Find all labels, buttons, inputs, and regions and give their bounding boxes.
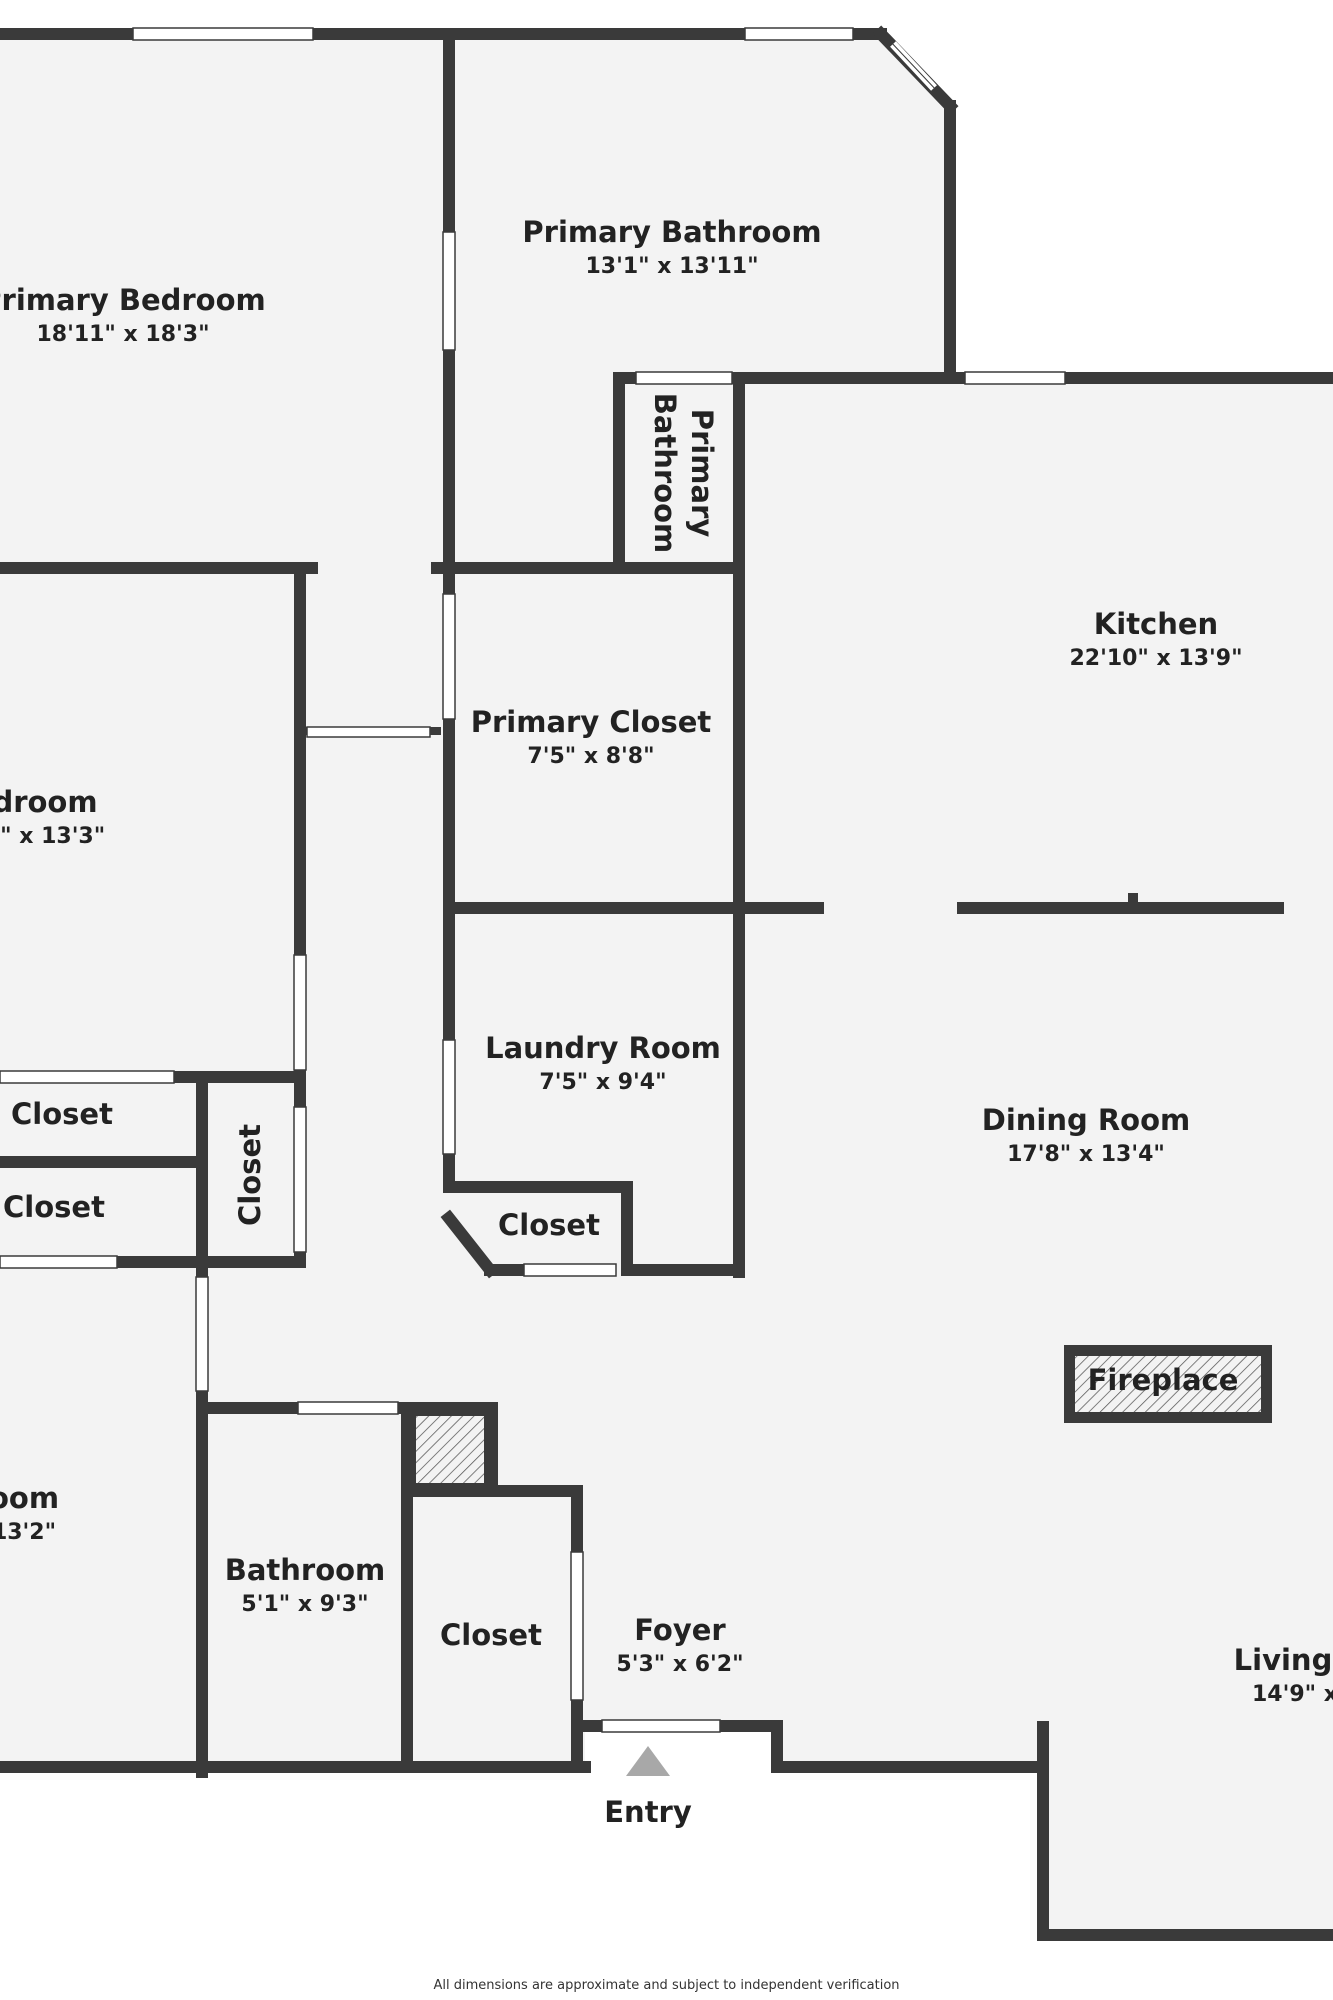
room-dims-dining-room: 17'8" x 13'4" [1007,1142,1165,1167]
window [442,593,456,720]
entry-arrow-icon [626,1746,670,1776]
room-name-living: Living [1234,1643,1333,1677]
room-name-bedroom: droom [0,785,98,819]
window [442,1039,456,1155]
disclaimer: All dimensions are approximate and subje… [433,1978,900,1993]
chase [407,1408,492,1491]
window [297,1401,399,1415]
window [601,1719,721,1733]
room-name-foyer: Foyer [634,1613,726,1647]
window [195,1276,209,1392]
room-labels: Primary Bedroom 18'11" x 18'3" Primary B… [0,215,1333,1829]
room-name-kitchen: Kitchen [1094,607,1218,641]
room-name-primary-closet: Primary Closet [471,705,712,739]
floor-upper-area [0,34,1333,1935]
room-name-primary-bedroom: Primary Bedroom [0,283,266,317]
room-name-bathroom: Bathroom [225,1553,386,1587]
window [570,1551,584,1701]
window [293,954,307,1071]
windows [0,27,1066,1733]
room-dims-laundry-room: 7'5" x 9'4" [539,1070,666,1095]
room-name-bottom-left: oom [0,1481,59,1515]
room-dims-bathroom: 5'1" x 9'3" [241,1592,368,1617]
room-name-closet-b: Closet [3,1190,105,1224]
room-name-laundry-closet: Closet [498,1208,600,1242]
window [523,1263,617,1277]
room-name-primary-bathroom: Primary Bathroom [522,215,821,249]
room-dims-bedroom: 0" x 13'3" [0,824,105,849]
room-dims-primary-closet: 7'5" x 8'8" [527,744,654,769]
fireplace [1064,1345,1272,1423]
window [744,27,854,41]
window [964,371,1066,385]
room-name-foyer-closet: Closet [440,1618,542,1652]
room-dims-bottom-left: 13'2" [0,1520,56,1545]
room-name-primary-bathroom-small-2: Bathroom [648,393,682,554]
window [635,371,733,385]
room-dims-primary-bedroom: 18'11" x 18'3" [36,322,209,347]
window [132,27,314,41]
room-dims-kitchen: 22'10" x 13'9" [1069,646,1242,671]
room-dims-living: 14'9" x [1252,1682,1333,1707]
window [0,1255,118,1269]
window [0,1070,175,1084]
floor-areas [0,34,1333,1935]
window [293,1106,307,1253]
room-name-primary-bathroom-small-1: Primary [685,409,719,538]
room-name-closet-vertical: Closet [233,1124,267,1226]
window [306,726,431,738]
fireplace-label: Fireplace [1088,1363,1239,1397]
window [442,231,456,351]
room-name-laundry-room: Laundry Room [485,1031,721,1065]
room-name-closet-a: Closet [11,1097,113,1131]
room-name-dining-room: Dining Room [982,1103,1191,1137]
room-dims-primary-bathroom: 13'1" x 13'11" [585,254,758,279]
entry-label: Entry [604,1795,692,1829]
room-dims-foyer: 5'3" x 6'2" [616,1652,743,1677]
